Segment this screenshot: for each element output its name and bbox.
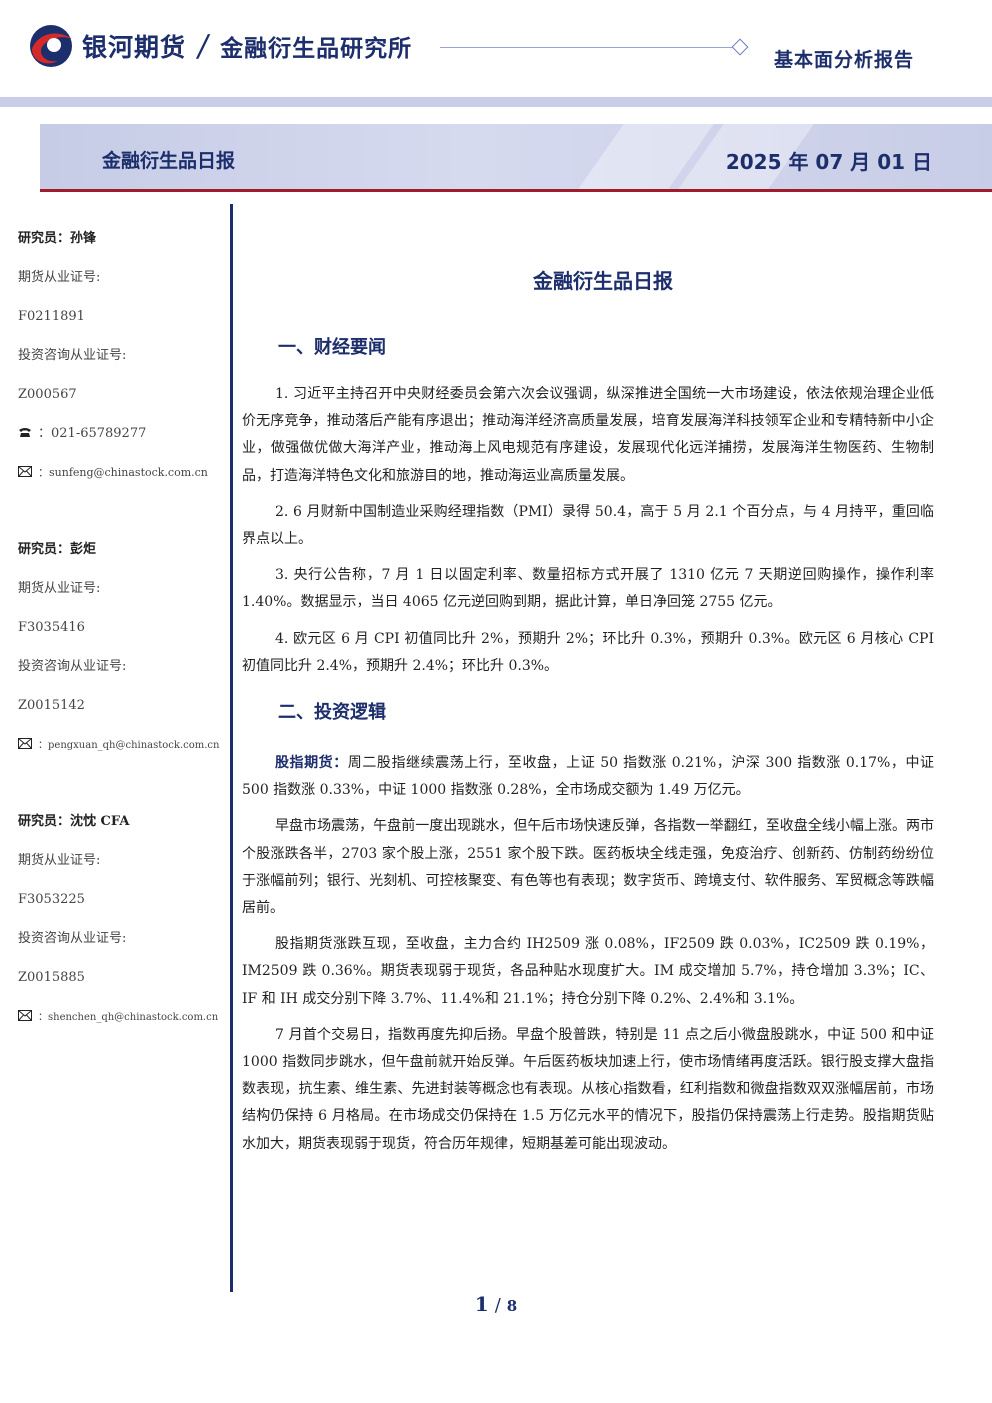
futures-cert: F3035416 [18, 620, 85, 635]
current-page: 1 [474, 1292, 489, 1316]
main-content: 金融衍生品日报 一、财经要闻 1. 习近平主持召开中央财经委员会第六次会议强调，… [242, 262, 934, 1167]
mail-icon [18, 466, 32, 477]
researcher-name: 研究员：孙锋 [18, 231, 97, 246]
futures-cert: F3053225 [18, 892, 85, 907]
email-link[interactable]: ：pengxuan_qh@chinastock.com.cn [38, 740, 220, 751]
futures-cert: F0211891 [18, 309, 85, 324]
page-indicator: 1/ 8 [0, 1292, 992, 1316]
consult-cert: Z000567 [18, 387, 77, 402]
phone-icon [19, 428, 31, 437]
consult-cert: Z0015885 [18, 970, 85, 985]
section-title-logic: 二、投资逻辑 [278, 702, 386, 724]
logic-paragraph: 7 月首个交易日，指数再度先抑后扬。早盘个股普跌，特别是 11 点之后小微盘股跳… [242, 1026, 934, 1152]
sidebar-divider [230, 204, 233, 1292]
logic-paragraph: 股指期货：周二股指继续震荡上行，至收盘，上证 50 指数涨 0.21%，沪深 3… [242, 750, 934, 804]
researcher-card: 研究员：彭炬 期货从业证号: F3035416 投资咨询从业证号: Z00151… [18, 535, 224, 769]
futures-cert-label: 期货从业证号: [18, 581, 101, 596]
researcher-card: 研究员：孙锋 期货从业证号: F0211891 投资咨询从业证号: Z00056… [18, 224, 224, 497]
total-pages: 8 [506, 1297, 518, 1315]
futures-cert-label: 期货从业证号: [18, 853, 101, 868]
header-logo: 银河期货 / 金融衍生品研究所 [28, 24, 412, 68]
document-title: 金融衍生品日报 [533, 269, 673, 293]
mail-icon [18, 738, 32, 749]
institute-name: 金融衍生品研究所 [220, 36, 413, 62]
email-row: ：shenchen_qh@chinastock.com.cn [18, 1002, 224, 1041]
researcher-name: 研究员：沈忱 CFA [18, 814, 130, 829]
futures-cert-label: 期货从业证号: [18, 270, 101, 285]
news-paragraph: 2. 6 月财新中国制造业采购经理指数（PMI）录得 50.4，高于 5 月 2… [242, 503, 934, 548]
header-band [0, 97, 992, 107]
consult-cert-label: 投资咨询从业证号: [18, 348, 127, 363]
galaxy-logo-icon [30, 25, 72, 67]
researcher-sidebar: 研究员：孙锋 期货从业证号: F0211891 投资咨询从业证号: Z00056… [18, 224, 224, 1041]
consult-cert: Z0015142 [18, 698, 85, 713]
phone-number: ：021-65789277 [38, 426, 147, 441]
email-link[interactable]: ：shenchen_qh@chinastock.com.cn [38, 1012, 219, 1023]
logic-paragraph: 股指期货涨跌互现，至收盘，主力合约 IH2509 涨 0.08%，IF2509 … [242, 936, 934, 1007]
email-row: ：pengxuan_qh@chinastock.com.cn [18, 730, 224, 769]
email-link[interactable]: ：sunfeng@chinastock.com.cn [38, 466, 208, 479]
mail-icon [18, 1010, 32, 1021]
header-slash: / [194, 28, 212, 64]
news-paragraph: 3. 央行公告称，7 月 1 日以固定利率、数量招标方式开展了 1310 亿元 … [242, 567, 934, 611]
news-paragraph: 1. 习近平主持召开中央财经委员会第六次会议强调，纵深推进全国统一大市场建设，依… [242, 386, 934, 484]
consult-cert-label: 投资咨询从业证号: [18, 659, 127, 674]
diamond-ornament-icon [731, 38, 749, 56]
researcher-card: 研究员：沈忱 CFA 期货从业证号: F3053225 投资咨询从业证号: Z0… [18, 807, 224, 1041]
report-date: 2025 年 07 月 01 日 [725, 150, 932, 174]
page-separator: / [494, 1295, 501, 1316]
header-divider [440, 47, 734, 48]
title-bar-underline [40, 189, 992, 192]
news-paragraph: 4. 欧元区 6 月 CPI 初值同比升 2%，预期升 2%；环比升 0.3%，… [242, 630, 934, 674]
email-row: ：sunfeng@chinastock.com.cn [18, 458, 224, 497]
researcher-name: 研究员：彭炬 [18, 542, 97, 557]
section-title-news: 一、财经要闻 [278, 337, 386, 358]
consult-cert-label: 投资咨询从业证号: [18, 931, 127, 946]
report-title: 金融衍生品日报 [102, 150, 236, 172]
logic-paragraph-text: 周二股指继续震荡上行，至收盘，上证 50 指数涨 0.21%，沪深 300 指数… [242, 755, 935, 799]
title-bar: 金融衍生品日报 2025 年 07 月 01 日 [40, 124, 992, 192]
report-type: 基本面分析报告 [773, 49, 914, 71]
logic-paragraph: 早盘市场震荡，午盘前一度出现跳水，但午后市场快速反弹，各指数一举翻红，至收盘全线… [242, 818, 934, 917]
brand-name: 银河期货 [82, 33, 187, 62]
phone-row: ：021-65789277 [18, 419, 224, 458]
stock-index-futures-label: 股指期货： [275, 755, 348, 772]
